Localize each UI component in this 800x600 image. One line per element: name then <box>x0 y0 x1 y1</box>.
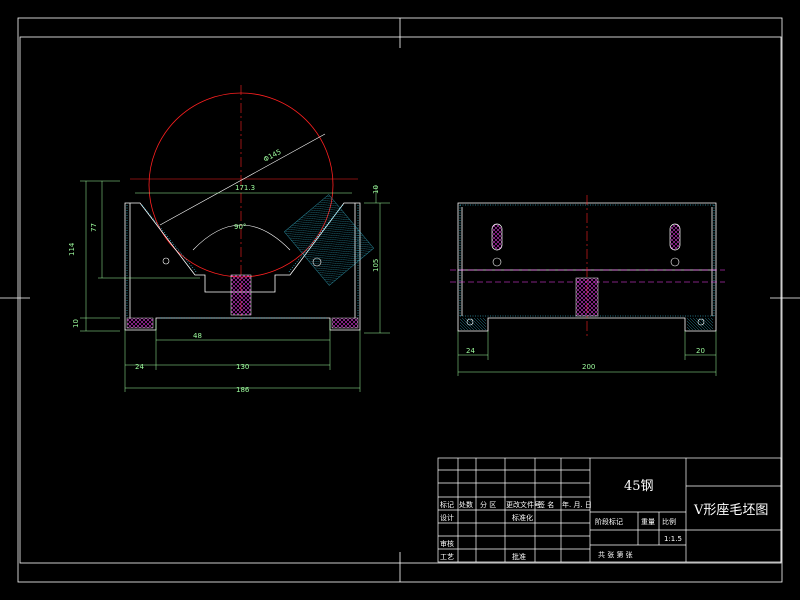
chord-label: 171.3 <box>235 184 255 192</box>
dim-24-side: 24 <box>466 347 475 355</box>
dim-10-top: 10 <box>372 185 380 194</box>
tb-change: 更改文件号 <box>506 500 541 509</box>
dim-200: 200 <box>582 363 595 371</box>
title-block: 45钢 V形座毛坯图 1:1.5 阶段标记 重量 比例 共 张 第 张 标记 处… <box>437 457 782 563</box>
stage-label: 阶段标记 <box>595 517 623 526</box>
dim-24-front: 24 <box>135 363 144 371</box>
tb-zone: 分 区 <box>480 500 496 509</box>
tb-review: 审核 <box>440 539 454 548</box>
sheet-frame <box>0 17 800 583</box>
dim-48: 48 <box>193 332 202 340</box>
dim-186: 186 <box>236 386 250 394</box>
tb-date: 年. 月. 日 <box>562 500 592 509</box>
dia-label: Φ145 <box>262 148 282 164</box>
front-view: Φ145 171.3 90° <box>68 85 390 394</box>
weight-label: 重量 <box>641 518 655 526</box>
dim-105: 105 <box>372 259 380 272</box>
dim-130: 130 <box>236 363 249 371</box>
angle-label: 90° <box>234 223 246 231</box>
drawing-title: V形座毛坯图 <box>693 503 768 518</box>
tb-sign: 签 名 <box>538 500 554 509</box>
dim-20: 20 <box>696 347 705 355</box>
tb-count: 处数 <box>459 500 473 509</box>
scale-value: 1:1.5 <box>664 535 682 543</box>
material: 45钢 <box>624 479 654 494</box>
tb-design: 设计 <box>440 513 454 522</box>
dim-10-bottom: 10 <box>72 319 80 328</box>
sheet-info: 共 张 第 张 <box>598 550 633 559</box>
dim-77: 77 <box>90 223 98 232</box>
tb-process: 工艺 <box>440 553 454 561</box>
tb-standard: 标准化 <box>512 513 533 522</box>
tb-mark: 标记 <box>440 500 454 509</box>
dim-114: 114 <box>68 242 76 256</box>
side-view: 24 200 20 <box>450 195 725 376</box>
tb-approve: 批准 <box>512 552 526 561</box>
scale-label: 比例 <box>662 517 676 526</box>
